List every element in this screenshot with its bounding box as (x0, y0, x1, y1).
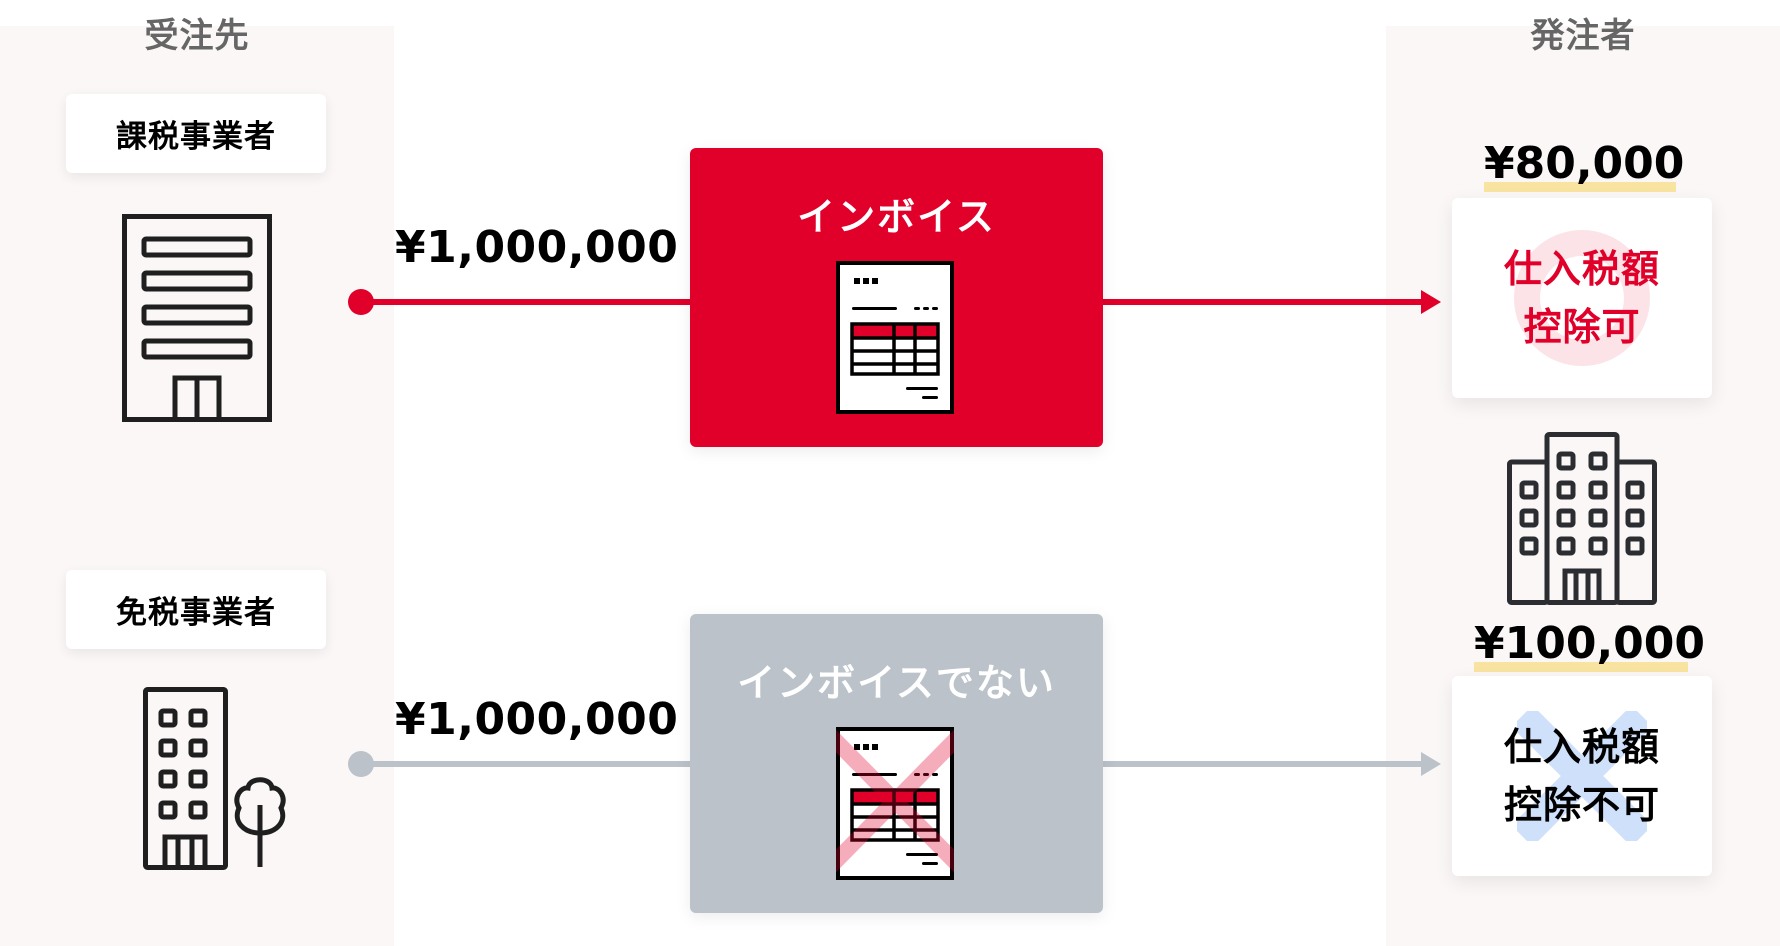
cross-mark-icon (836, 729, 954, 873)
circle-ok-icon (1514, 230, 1650, 366)
amount-highlight-2 (1474, 662, 1688, 672)
taxable-business-label: 課税事業者 (66, 94, 326, 173)
arrow-right-icon (1421, 290, 1441, 314)
invoice-document-icon (836, 261, 954, 414)
office-building-icon (122, 214, 272, 422)
deductible-result-card: 仕入税額 控除可 (1452, 198, 1712, 398)
seller-column-panel (0, 26, 394, 946)
amount-highlight (1484, 182, 1676, 192)
cross-ng-icon (1517, 711, 1647, 841)
deductible-result-text: 仕入税額 控除可 (1503, 247, 1660, 349)
input-tax-amount: ¥80,000 (1484, 142, 1684, 192)
invoice-document-crossed-icon (836, 727, 954, 880)
seller-column-title: 受注先 (144, 16, 250, 56)
arrow-right-icon-gray (1421, 752, 1441, 776)
transaction-amount-2: ¥1,000,000 (395, 694, 679, 745)
corporate-building-icon (1507, 432, 1657, 605)
tax-amount-non-deductible: ¥100,000 (1474, 622, 1705, 672)
small-building-with-tree-icon (143, 687, 286, 870)
buyer-column-title: 発注者 (1530, 16, 1636, 56)
non-invoice-box-title: インボイスでない (737, 661, 1056, 705)
invoice-box-title: インボイス (797, 195, 996, 239)
non-invoice-box: インボイスでない (690, 614, 1103, 913)
transaction-amount: ¥1,000,000 (395, 222, 679, 273)
non-deductible-result-card: 仕入税額 控除不可 (1452, 676, 1712, 876)
non-deductible-result-text: 仕入税額 控除不可 (1503, 725, 1660, 827)
invoice-box: インボイス (690, 148, 1103, 447)
tax-exempt-business-label: 免税事業者 (66, 570, 326, 649)
